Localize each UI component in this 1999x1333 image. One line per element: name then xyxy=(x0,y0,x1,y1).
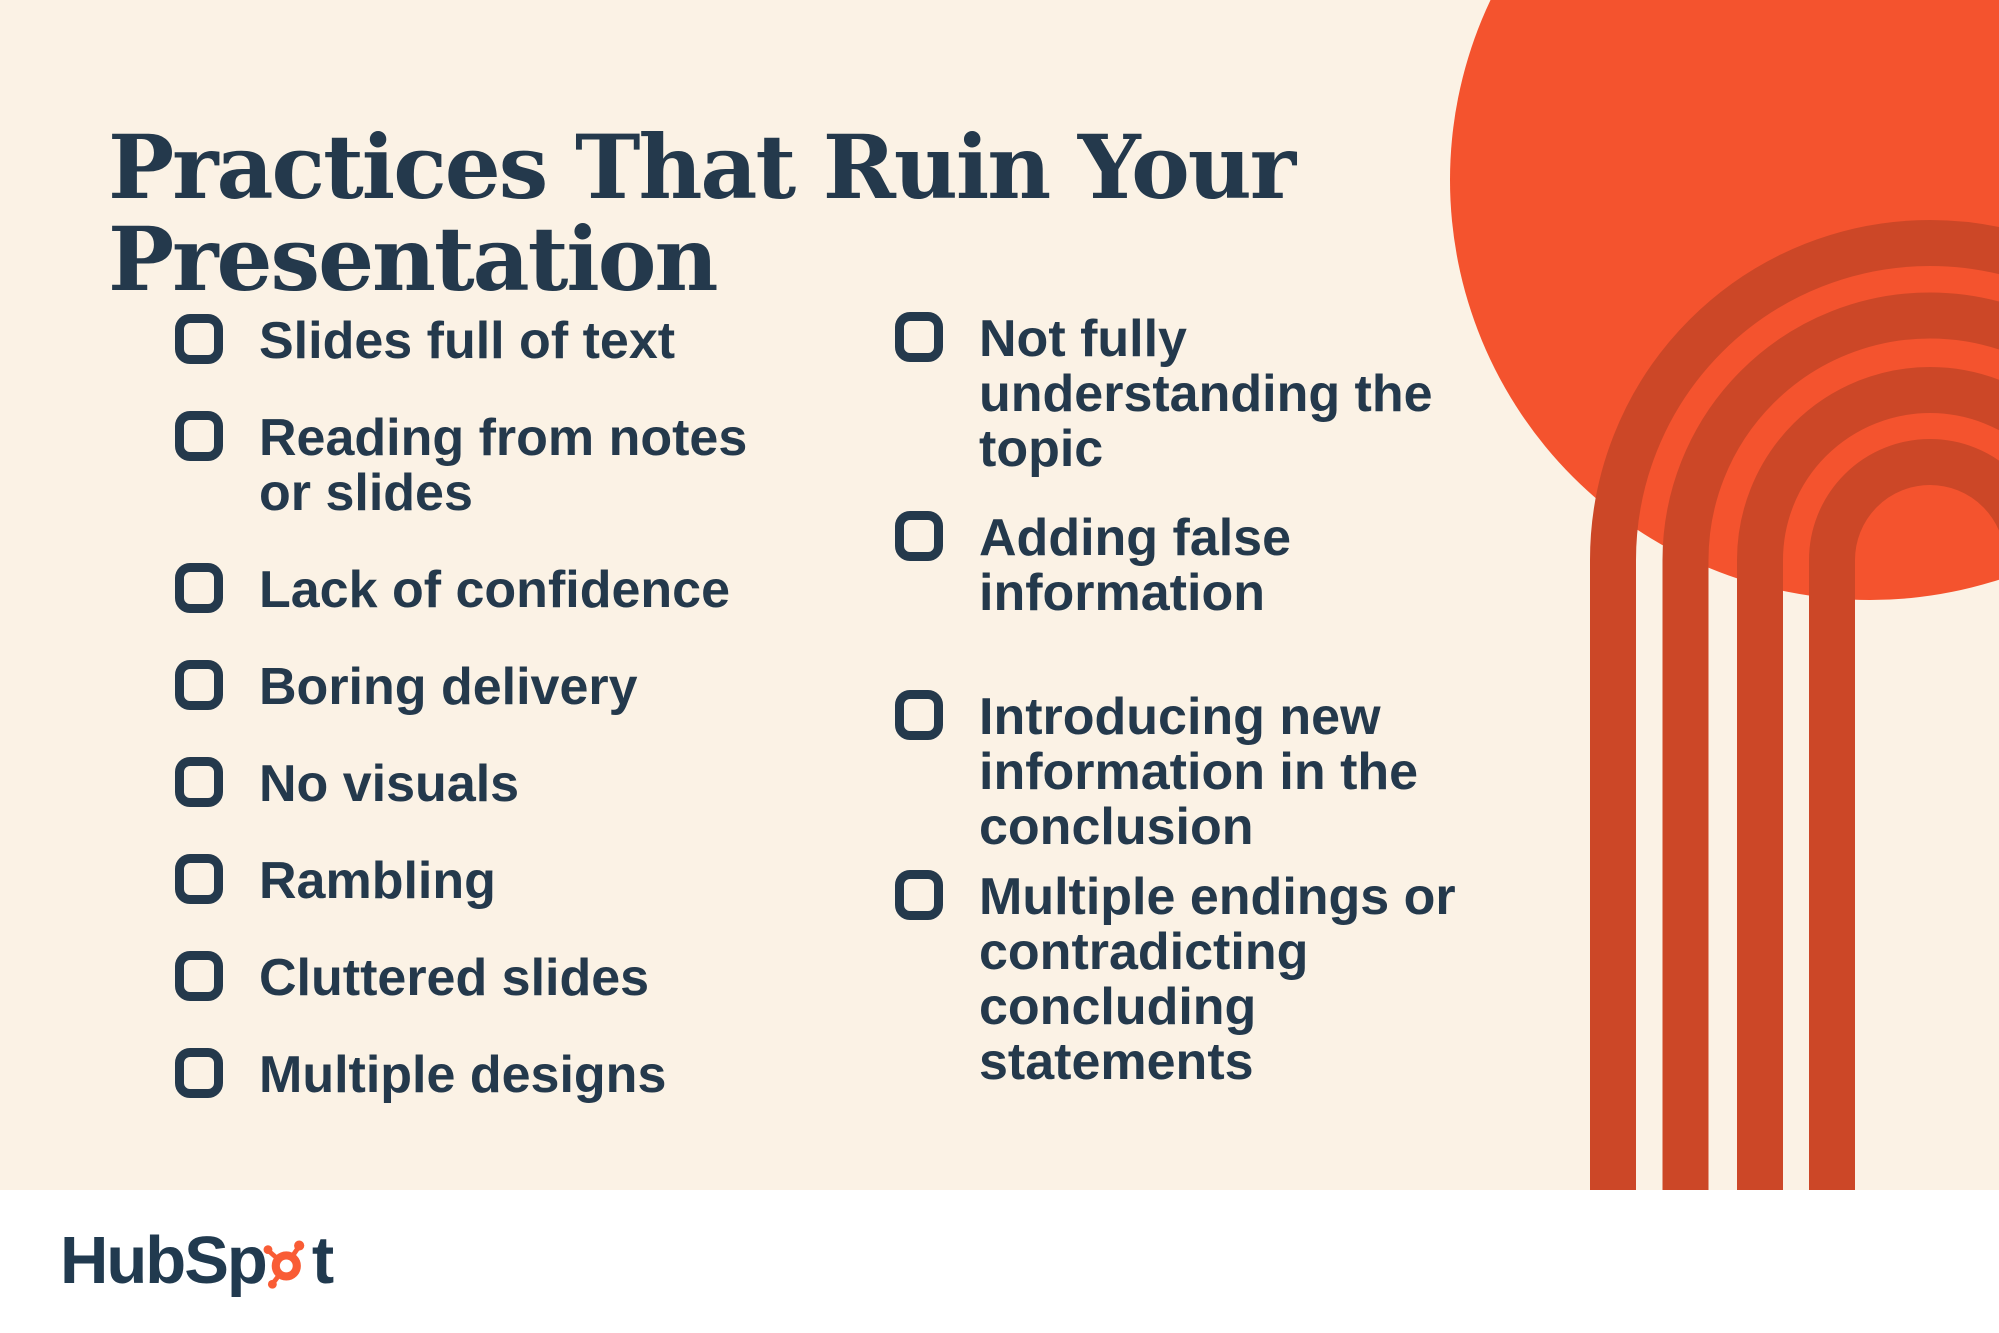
checklist-item: Reading from notes or slides xyxy=(175,409,835,521)
checkbox-icon xyxy=(895,511,943,561)
checkbox-icon xyxy=(175,314,223,364)
checklist-column-right: Not fully understanding the topic Adding… xyxy=(895,310,1495,1130)
checklist-item: Rambling xyxy=(175,852,835,909)
checklist-item: No visuals xyxy=(175,755,835,812)
checklist-item-label: Boring delivery xyxy=(259,658,638,716)
checklist-item: Multiple designs xyxy=(175,1046,835,1103)
checklist-item: Introducing new information in the concl… xyxy=(895,688,1495,855)
hubspot-logo: HubSp t xyxy=(60,1227,334,1294)
checklist-column-left: Slides full of text Reading from notes o… xyxy=(175,312,835,1143)
checkbox-icon xyxy=(895,312,943,362)
footer-band xyxy=(0,1190,1999,1333)
checklist-item: Adding false information xyxy=(895,509,1495,621)
checkbox-icon xyxy=(895,870,943,920)
hubspot-logo-text-suffix: t xyxy=(311,1223,334,1298)
hubspot-logo-text-prefix: HubSp xyxy=(60,1223,268,1298)
checklist-item-label: No visuals xyxy=(259,755,520,813)
checklist-item: Lack of confidence xyxy=(175,561,835,618)
checklist-item-label: Multiple designs xyxy=(259,1046,667,1104)
checkbox-icon xyxy=(175,757,223,807)
checklist-item: Not fully understanding the topic xyxy=(895,310,1495,477)
checkbox-icon xyxy=(175,1048,223,1098)
page-title: Practices That Ruin Your Presentation xyxy=(108,114,1296,311)
checklist-item-label: Not fully understanding the topic xyxy=(979,310,1433,478)
checklist-item: Boring delivery xyxy=(175,658,835,715)
checklist-item-label: Multiple endings or contradicting conclu… xyxy=(979,868,1456,1091)
checklist-item-label: Introducing new information in the concl… xyxy=(979,688,1419,856)
checkbox-icon xyxy=(895,690,943,740)
checkbox-icon xyxy=(175,563,223,613)
checklist-item: Multiple endings or contradicting conclu… xyxy=(895,868,1495,1090)
checklist-item: Slides full of text xyxy=(175,312,835,369)
checkbox-icon xyxy=(175,951,223,1001)
hubspot-sprocket-icon xyxy=(263,1240,305,1289)
checklist-item-label: Rambling xyxy=(259,852,496,910)
checklist-item-label: Lack of confidence xyxy=(259,561,730,619)
checkbox-icon xyxy=(175,660,223,710)
checklist-item: Cluttered slides xyxy=(175,949,835,1006)
checklist-item-label: Adding false information xyxy=(979,509,1292,622)
checklist-item-label: Cluttered slides xyxy=(259,949,650,1007)
checklist-item-label: Reading from notes or slides xyxy=(259,409,748,522)
checkbox-icon xyxy=(175,411,223,461)
checkbox-icon xyxy=(175,854,223,904)
checklist-item-label: Slides full of text xyxy=(259,312,676,370)
